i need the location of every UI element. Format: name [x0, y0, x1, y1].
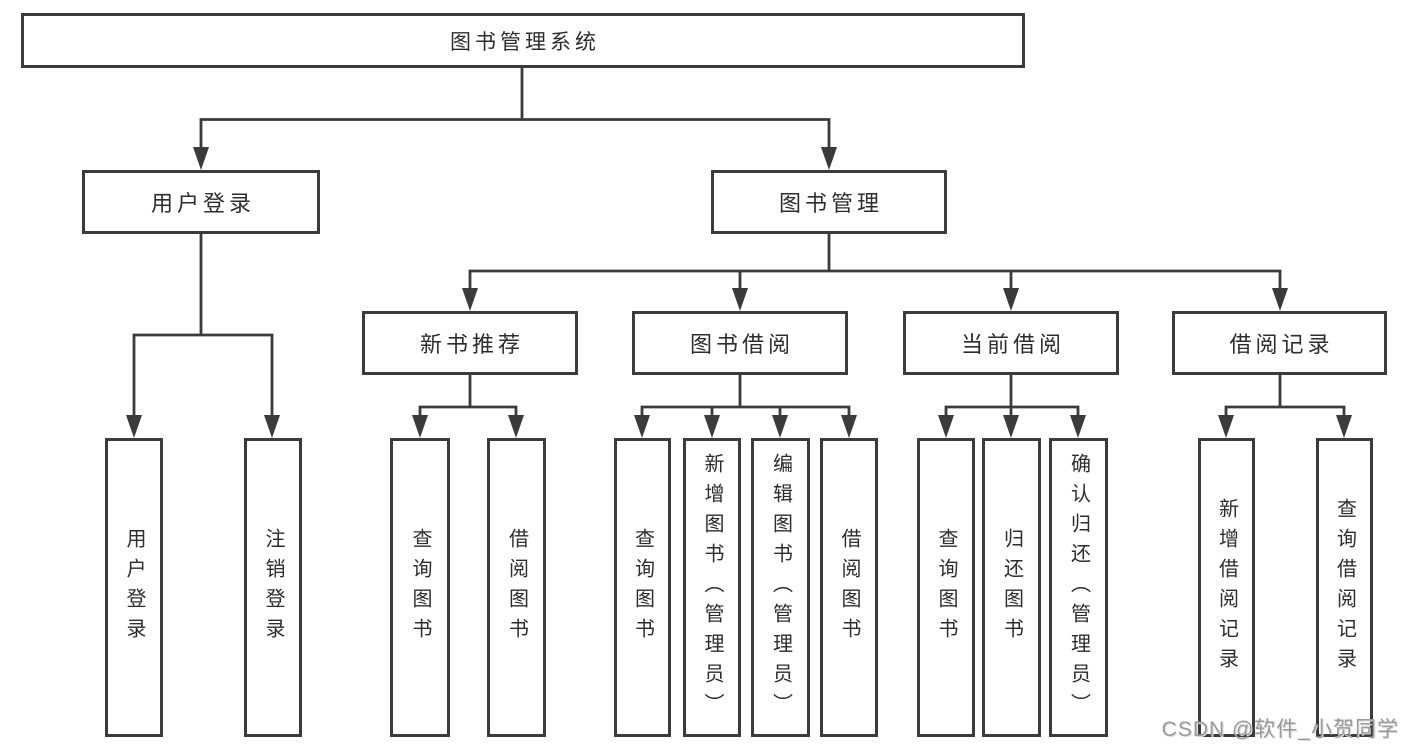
node-borrow-records-label: 借阅记录 — [1229, 332, 1334, 357]
node-leaf-query-books-3: 查询图书 — [917, 438, 975, 737]
node-leaf-user-login-label: 用户登录 — [123, 527, 145, 648]
connector-book-management-children — [462, 232, 1288, 311]
node-leaf-edit-book-admin-label: 编辑图书（管理员） — [769, 452, 792, 723]
connector-book-borrow-children — [634, 373, 857, 438]
csdn-watermark: CSDN @软件_小贺同学 — [1161, 718, 1399, 741]
node-book-management: 图书管理 — [711, 170, 947, 234]
node-root: 图书管理系统 — [21, 13, 1025, 68]
node-current-borrow-label: 当前借阅 — [960, 332, 1065, 357]
node-leaf-borrow-books-1-label: 借阅图书 — [505, 527, 528, 648]
node-book-borrow: 图书借阅 — [632, 311, 848, 375]
node-user-login-label: 用户登录 — [150, 191, 255, 216]
node-leaf-return-book: 归还图书 — [982, 438, 1041, 737]
connector-current-borrow-children — [938, 373, 1086, 438]
node-leaf-user-login: 用户登录 — [105, 438, 163, 737]
connector-borrow-records-children — [1218, 373, 1352, 438]
node-book-borrow-label: 图书借阅 — [689, 332, 794, 357]
node-leaf-borrow-books-2-label: 借阅图书 — [838, 527, 860, 648]
node-new-book-recommend-label: 新书推荐 — [419, 332, 524, 357]
node-leaf-query-borrow-record-label: 查询借阅记录 — [1333, 497, 1356, 678]
node-leaf-confirm-return-admin-label: 确认归还（管理员） — [1067, 452, 1090, 723]
node-user-login: 用户登录 — [82, 170, 320, 234]
node-book-management-label: 图书管理 — [778, 191, 883, 216]
node-leaf-confirm-return-admin: 确认归还（管理员） — [1049, 438, 1108, 737]
node-leaf-query-borrow-record: 查询借阅记录 — [1316, 438, 1373, 737]
node-leaf-logout-label: 注销登录 — [262, 527, 284, 648]
node-new-book-recommend: 新书推荐 — [362, 311, 578, 375]
node-leaf-query-books-2: 查询图书 — [614, 438, 671, 737]
node-leaf-borrow-books-1: 借阅图书 — [487, 438, 546, 737]
node-leaf-query-books-1: 查询图书 — [390, 438, 450, 737]
connector-root-to-level2 — [193, 66, 837, 170]
node-leaf-borrow-books-2: 借阅图书 — [820, 438, 878, 737]
node-leaf-edit-book-admin: 编辑图书（管理员） — [751, 438, 810, 737]
node-leaf-return-book-label: 归还图书 — [1000, 527, 1023, 648]
node-leaf-query-books-1-label: 查询图书 — [409, 527, 431, 648]
node-leaf-add-book-admin-label: 新增图书（管理员） — [701, 452, 723, 723]
connector-user-login-children — [126, 232, 280, 438]
node-root-label: 图书管理系统 — [450, 30, 600, 54]
node-leaf-add-borrow-record: 新增借阅记录 — [1198, 438, 1255, 737]
node-leaf-query-books-3-label: 查询图书 — [935, 527, 957, 648]
node-current-borrow: 当前借阅 — [903, 311, 1119, 375]
node-leaf-add-book-admin: 新增图书（管理员） — [683, 438, 741, 737]
node-leaf-add-borrow-record-label: 新增借阅记录 — [1215, 497, 1238, 678]
node-leaf-query-books-2-label: 查询图书 — [631, 527, 654, 648]
connector-new-book-recommend-children — [412, 373, 524, 438]
node-leaf-logout: 注销登录 — [244, 438, 302, 737]
node-borrow-records: 借阅记录 — [1172, 311, 1387, 375]
